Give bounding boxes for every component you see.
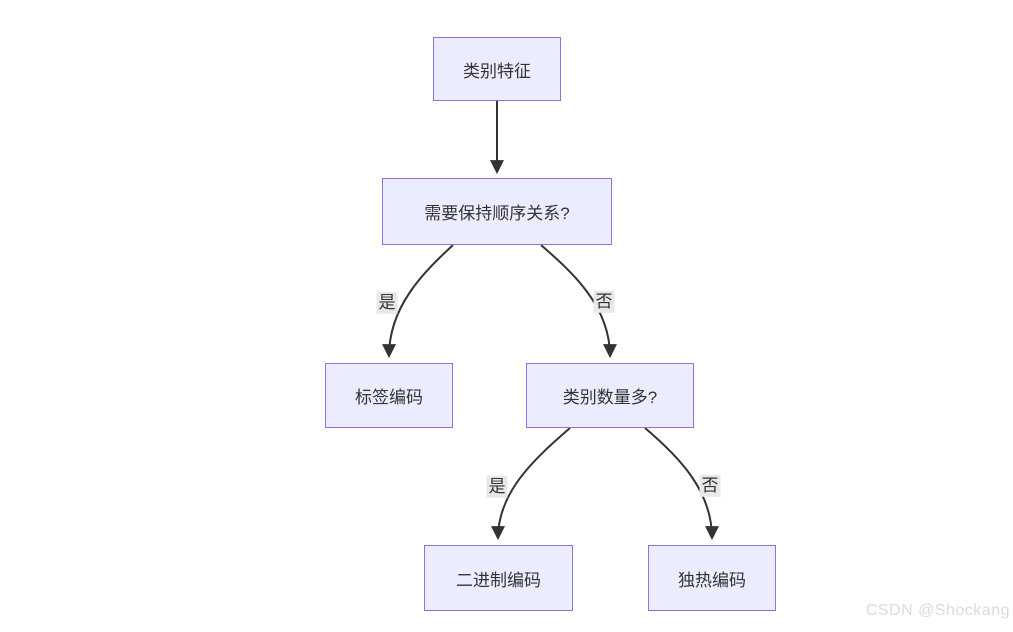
edge-label-no-order: 否: [593, 290, 615, 314]
node-one-hot-encoding: 独热编码: [648, 545, 776, 611]
edge-label-no-many: 否: [699, 474, 721, 498]
node-question-keep-order: 需要保持顺序关系?: [382, 178, 612, 245]
node-label: 类别特征: [463, 61, 531, 81]
node-label: 二进制编码: [456, 570, 541, 590]
node-label: 需要保持顺序关系?: [424, 204, 570, 223]
edge-order-yes-to-label-encoding: [382, 244, 454, 359]
node-label: 标签编码: [355, 388, 423, 407]
edge-label-yes-order: 是: [376, 291, 398, 315]
node-label-encoding: 标签编码: [325, 363, 453, 428]
node-binary-encoding: 二进制编码: [424, 545, 573, 611]
node-categorical-feature: 类别特征: [433, 37, 561, 101]
node-question-many-categories: 类别数量多?: [526, 363, 694, 428]
edge-label-yes-many: 是: [486, 475, 508, 499]
watermark: CSDN @Shockang: [865, 602, 1010, 619]
node-label: 类别数量多?: [562, 388, 658, 407]
edge-many-yes-to-binary-encoding: [491, 427, 571, 541]
node-label: 独热编码: [678, 570, 746, 590]
